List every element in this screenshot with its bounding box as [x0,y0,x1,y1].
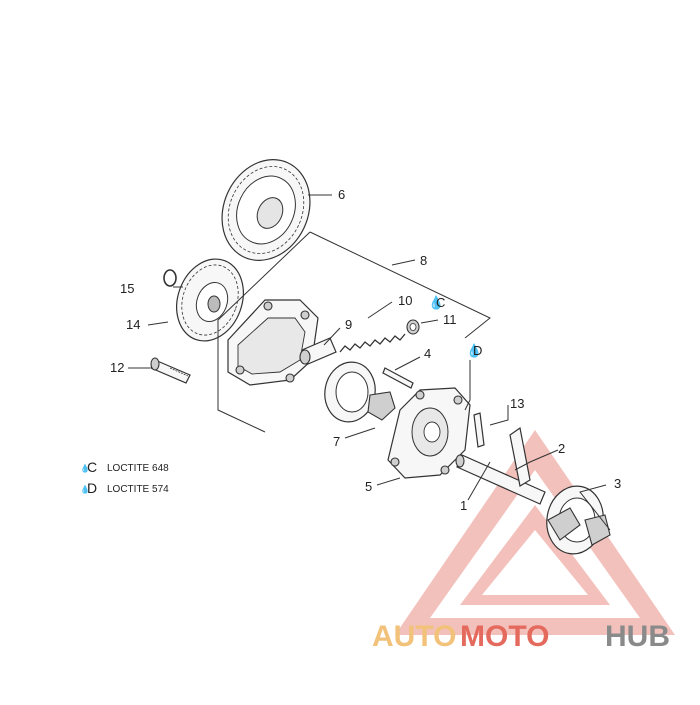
callout-13: 13 [510,396,524,411]
callouts: 6 8 15 10 11 14 9 4 12 13 7 2 3 5 1 💧 C … [110,187,621,513]
callout-3: 3 [614,476,621,491]
legend-label-c: LOCTITE 648 [107,463,169,474]
callout-10: 10 [398,293,412,308]
gear-6 [221,159,311,261]
pin-4 [382,367,414,389]
assembly-frame-8 [217,231,491,433]
plug-11 [406,319,420,335]
piston-9 [299,337,337,365]
callout-6: 6 [338,187,345,202]
bolt-12 [150,357,191,384]
watermark-moto: MOTO [460,620,549,653]
pin-13 [473,412,485,448]
callout-8: 8 [420,253,427,268]
callout-d: D [473,343,482,358]
legend-label-d: LOCTITE 574 [107,484,169,495]
drop-icon-legend-d: 💧 [80,484,90,494]
callout-12: 12 [110,360,124,375]
rotor-7 [324,361,396,423]
pump-body-8 [227,299,319,386]
callout-7: 7 [333,434,340,449]
leader-lines [128,194,611,531]
shaft-1 [455,454,546,505]
watermark-text: AUTO MOTO HUB [372,620,670,653]
sealant-legend: 💧 C LOCTITE 648 💧 D LOCTITE 574 [80,459,169,496]
legend-letter-d: D [87,480,97,496]
watermark-logo-triangle [395,430,675,635]
drop-icon-legend-c: 💧 [80,463,90,473]
callout-2: 2 [558,441,565,456]
gear-14 [176,258,244,342]
watermark-auto: AUTO [372,620,456,653]
callout-5: 5 [365,479,372,494]
callout-c: C [436,295,445,310]
callout-9: 9 [345,317,352,332]
callout-4: 4 [424,346,431,361]
drop-icon-d: 💧 [466,343,482,358]
watermark-hub: HUB [605,620,670,653]
rotor-3 [546,485,611,555]
callout-15: 15 [120,281,134,296]
pump-cover-5 [387,387,471,479]
callout-1: 1 [460,498,467,513]
circlip-15 [163,269,177,287]
legend-letter-c: C [87,459,97,475]
callout-14: 14 [126,317,140,332]
callout-11: 11 [443,312,457,327]
drop-icon-c: 💧 [428,295,444,310]
spring-10 [339,333,406,353]
